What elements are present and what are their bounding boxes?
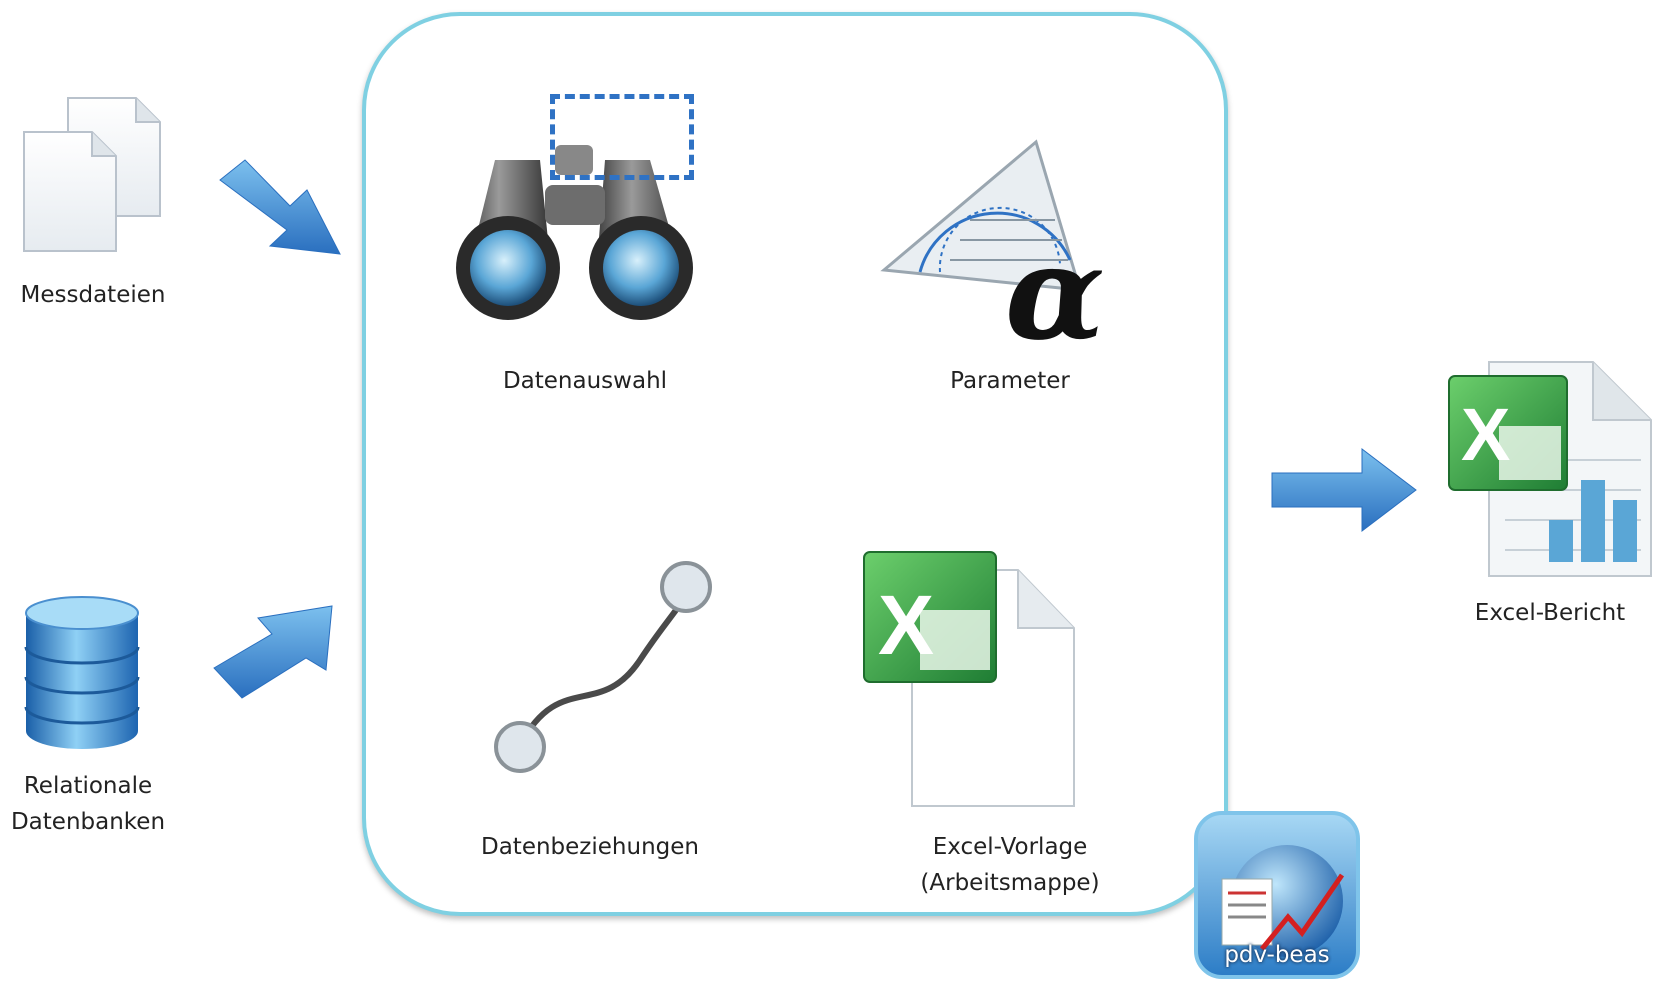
measurement-files-icon [23, 97, 161, 252]
data-relations-label: Datenbeziehungen [481, 834, 699, 860]
pdv-beas-logo-icon [1194, 811, 1360, 979]
svg-text:X: X [878, 578, 934, 672]
arrow-files-to-process-icon [219, 159, 341, 255]
selection-frame-icon [550, 94, 694, 180]
excel-report-icon: X [1448, 361, 1652, 577]
excel-report-label: Excel-Bericht [1474, 600, 1626, 626]
excel-template-label-line2: (Arbeitsmappe) [920, 870, 1100, 896]
databases-label-line2: Datenbanken [10, 809, 166, 835]
arrow-process-to-report-icon [1271, 447, 1417, 533]
data-relations-icon [494, 561, 712, 773]
svg-text:X: X [1461, 393, 1510, 476]
excel-template-label-line1: Excel-Vorlage [932, 834, 1088, 860]
excel-template-icon: X [863, 551, 1075, 807]
databases-label-line1: Relationale [23, 773, 153, 799]
data-selection-label: Datenauswahl [502, 368, 668, 394]
measurement-files-label: Messdateien [20, 282, 166, 308]
parameters-label: Parameter [950, 368, 1070, 394]
alpha-symbol: α [1005, 216, 1106, 369]
binoculars-icon [456, 145, 693, 320]
database-icon [24, 596, 140, 749]
pdv-beas-label: pdv-beas [1224, 942, 1330, 968]
set-square-icon [880, 139, 1083, 292]
arrow-databases-to-process-icon [213, 605, 333, 699]
